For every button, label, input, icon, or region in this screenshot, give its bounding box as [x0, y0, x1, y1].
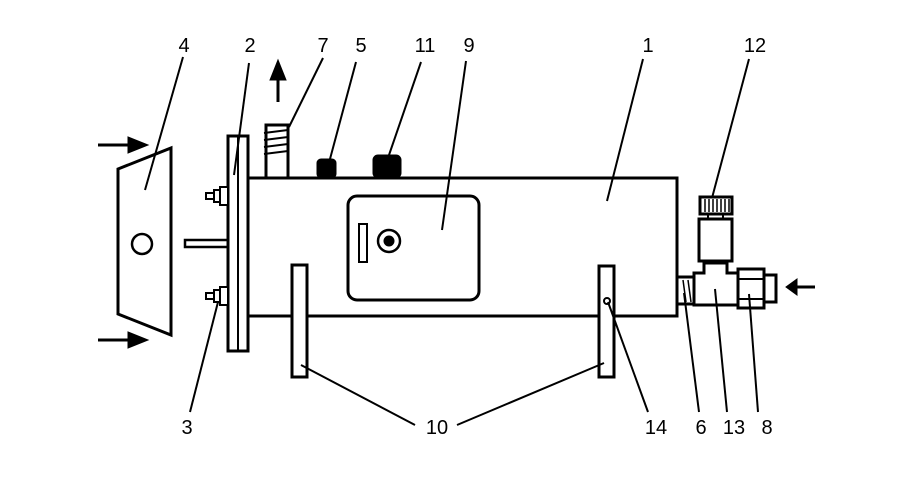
label-5: 5: [355, 35, 366, 57]
part-8-inlet-nut: [736, 267, 778, 310]
label-12: 12: [744, 35, 766, 57]
label-9: 9: [463, 35, 474, 57]
label-6: 6: [695, 417, 706, 439]
label-14: 14: [645, 417, 667, 439]
part-12-valve: [697, 195, 734, 263]
part-11-knob: [372, 154, 402, 179]
label-4: 4: [178, 35, 189, 57]
part-4-cover: [116, 145, 173, 338]
cover-hole: [130, 232, 154, 256]
part-7-outlet: [263, 123, 290, 180]
shaft: [183, 238, 231, 249]
part-9-control-panel: [346, 194, 481, 302]
label-8: 8: [761, 417, 772, 439]
label-1: 1: [642, 35, 653, 57]
dial-outer: [376, 228, 402, 254]
part-2-flange: [226, 134, 250, 353]
indicator-slot: [358, 223, 368, 263]
part-3-terminal-bottom: [205, 286, 229, 306]
arrow-in-right-icon: [785, 278, 815, 296]
part-13-tee: [692, 261, 740, 307]
part-10-support-right: [597, 264, 616, 379]
label-2: 2: [244, 35, 255, 57]
label-13: 13: [723, 417, 745, 439]
arrow-out-up-icon: [269, 58, 287, 102]
leader-lines: [144, 56, 759, 426]
label-11: 11: [415, 35, 436, 57]
label-3: 3: [181, 417, 192, 439]
part-3-terminal-top: [205, 186, 229, 206]
arrow-in-bottom-left-icon: [98, 331, 150, 349]
arrow-in-top-left-icon: [98, 136, 150, 154]
dial-center: [383, 235, 395, 247]
part-10-support-left: [290, 263, 309, 379]
label-7: 7: [317, 35, 328, 57]
label-10: 10: [426, 417, 448, 439]
part-5-knob: [316, 158, 337, 179]
